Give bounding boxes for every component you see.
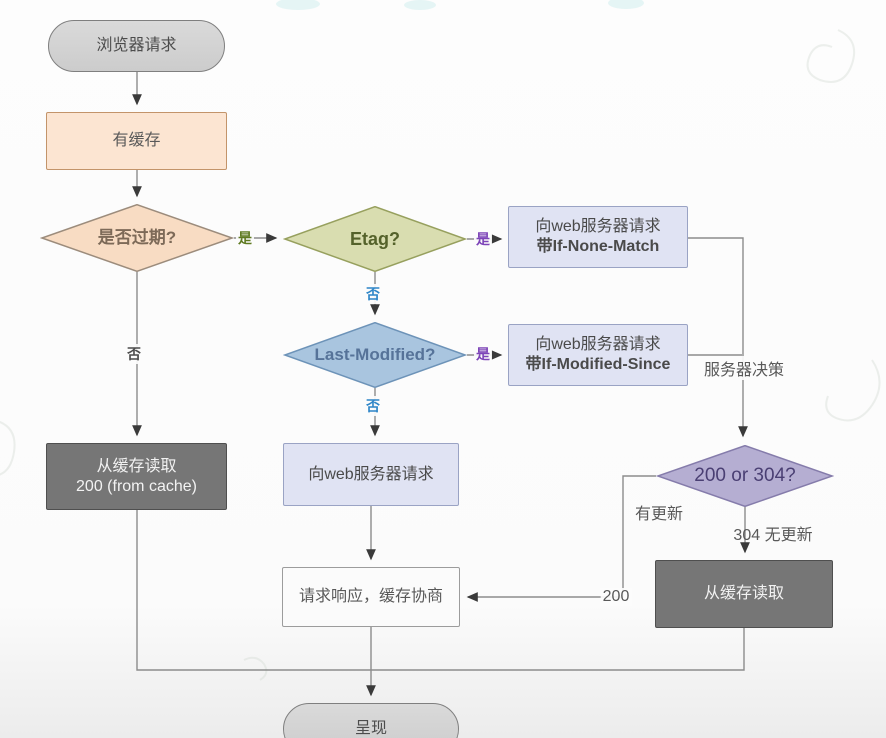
- node-expired-label: 是否过期?: [97, 228, 177, 248]
- node-expired-decision: 是否过期?: [40, 204, 234, 272]
- edge-label-yes-last-modified: 是: [474, 344, 492, 364]
- node-last-modified-label: Last-Modified?: [314, 345, 436, 365]
- node-etag-decision: Etag?: [283, 206, 467, 272]
- edge-label-no-last-modified: 否: [364, 396, 382, 416]
- node-read-from-cache-200-line1: 从缓存读取: [96, 457, 177, 475]
- diamond-shape: [656, 445, 834, 507]
- edge-label-server-decision: 服务器决策: [701, 356, 787, 380]
- node-web-request-label: 向web服务器请求: [308, 465, 434, 483]
- node-read-from-cache-label: 从缓存读取: [703, 585, 784, 602]
- node-browser-request-label: 浏览器请求: [96, 37, 177, 54]
- edge-label-yes-expired: 是: [236, 228, 254, 248]
- node-read-from-cache-200-line2: 200 (from cache): [76, 477, 197, 495]
- watermark-swirl: [806, 29, 856, 83]
- node-browser-request: 浏览器请求: [48, 20, 225, 72]
- node-status-code-decision: 200 or 304?: [656, 445, 834, 507]
- node-render-label: 呈现: [354, 720, 387, 737]
- node-last-modified-decision: Last-Modified?: [283, 322, 467, 388]
- edge-status-200-to-response: [466, 475, 656, 602]
- watermark-smudge: [276, 0, 320, 10]
- node-read-from-cache: 从缓存读取: [655, 560, 833, 628]
- node-request-if-none-match-line1: 向web服务器请求: [535, 218, 661, 235]
- node-has-cache: 有缓存: [46, 112, 227, 170]
- watermark-swirl: [243, 656, 268, 681]
- node-response-negotiation: 请求响应，缓存协商: [282, 567, 460, 627]
- watermark-swirl: [0, 420, 16, 476]
- node-web-request: 向web服务器请求: [283, 443, 459, 506]
- edge-bottom-merge: [136, 509, 745, 671]
- node-has-cache-label: 有缓存: [112, 132, 161, 149]
- watermark-smudge: [404, 0, 436, 10]
- node-read-from-cache-200: 从缓存读取 200 (from cache): [46, 443, 227, 510]
- node-etag-label: Etag?: [349, 228, 400, 249]
- node-request-if-modified-since: 向web服务器请求 带If-Modified-Since: [508, 324, 688, 386]
- node-request-if-modified-since-line2: 带If-Modified-Since: [525, 356, 671, 373]
- edge-label-yes-etag: 是: [474, 229, 492, 249]
- node-request-if-none-match: 向web服务器请求 带If-None-Match: [508, 206, 688, 268]
- node-request-if-modified-since-line1: 向web服务器请求: [535, 336, 661, 353]
- node-request-if-none-match-line2: 带If-None-Match: [536, 238, 660, 255]
- edge-ifnonematch-to-status: [688, 237, 748, 438]
- node-response-negotiation-label: 请求响应，缓存协商: [298, 588, 443, 605]
- edge-label-has-update: 有更新: [634, 506, 684, 523]
- edge-label-200: 200: [600, 588, 632, 606]
- diamond-shape: [283, 322, 467, 388]
- edge-label-no-etag: 否: [364, 284, 382, 304]
- watermark-smudge: [608, 0, 644, 9]
- diamond-shape: [283, 206, 467, 272]
- node-render: 呈现: [283, 703, 459, 738]
- node-status-code-label: 200 or 304?: [694, 465, 796, 487]
- watermark-swirl: [825, 359, 881, 422]
- diamond-shape: [40, 204, 234, 272]
- edge-label-no-expired: 否: [125, 344, 143, 364]
- edge-label-304-no-update: 304 无更新: [733, 527, 813, 544]
